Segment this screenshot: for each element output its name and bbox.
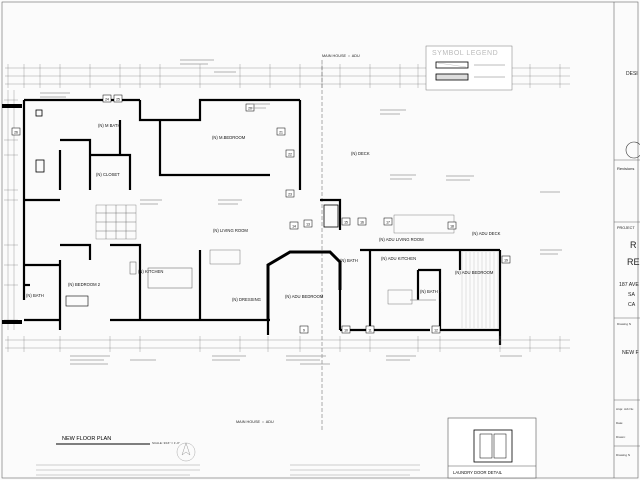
keynote-tag: 14 [289,221,299,230]
svg-text:26: 26 [14,131,18,135]
firm-name: DESI [626,71,638,77]
keynote-tag: 26 [11,127,21,136]
address-line-3: CA [628,302,636,308]
room-label: (N) ADU KITCHEN [381,256,416,261]
keynote-tag: 20 [245,103,255,112]
svg-text:22: 22 [288,153,292,157]
symbol-legend: SYMBOL LEGEND [425,45,513,91]
room-labels: (N) M BATH (N) CLOSET (N) M.BEDROOM (N) … [26,123,501,302]
keynote-tag: 22 [285,149,295,158]
keynote-tag: 21 [276,127,286,136]
left-dimension-lines [4,90,18,330]
main-house-adu-marker-top: MAIN HOUSE ⇔ ADU [321,54,360,430]
keynote-tag: 24 [102,94,112,103]
title-block: DESI Revisions PROJECT R RE 187 AVE SA C… [614,71,640,457]
room-label: (N) ADU LIVING ROOM [379,237,424,242]
room-label: (N) M.BEDROOM [212,135,246,140]
keynote-tag: 10 [341,325,351,334]
room-label: (N) ADU DECK [472,231,501,236]
keynote-tag: 23 [285,189,295,198]
room-label: (N) BEDROOM 2 [68,282,101,287]
keynote-tag: 11 [365,325,375,334]
annotation-notes [40,59,562,365]
svg-text:23: 23 [288,193,292,197]
room-label: (N) LIVING ROOM [213,228,248,233]
drawing-number-label: Drawing N [616,453,630,457]
bottom-dimension-lines [5,336,570,352]
keynote-tag: 15 [341,217,351,226]
project-code-a: R [630,240,637,250]
laundry-title: LAUNDRY DOOR DETAIL [453,470,503,475]
marker-bottom-label: MAIN HOUSE ⇔ ADU [236,420,274,424]
drawn-label: Drawn: [616,435,626,439]
job-number-label: Arqs: Job Nu [616,407,634,411]
address-line-1: 187 AVE [619,282,639,288]
room-label: (N) DECK [351,151,370,156]
general-notes [36,464,420,476]
svg-text:17: 17 [386,221,390,225]
svg-text:12: 12 [434,329,438,333]
drawing-name: NEW F [622,350,639,356]
laundry-door-detail: LAUNDRY DOOR DETAIL [447,417,537,479]
keynote-tag: 18 [447,221,457,230]
room-label: (N) CLOSET [96,172,120,177]
room-label: (N) BATH [26,293,44,298]
room-label: (N) M BATH [98,123,121,128]
svg-text:11: 11 [368,329,372,333]
svg-text:9: 9 [303,329,305,333]
keynote-tag: 9 [299,325,309,334]
svg-text:21: 21 [279,131,283,135]
stair-grid [95,204,137,240]
date-label: Date: [616,421,623,425]
keynote-tag: 13 [303,219,313,228]
svg-text:25: 25 [116,98,120,102]
address-line-2: SA [628,292,635,298]
svg-text:18: 18 [450,225,454,229]
firm-logo-icon [625,141,640,159]
project-code-b: RE [627,257,640,267]
svg-text:15: 15 [344,221,348,225]
plan-title: NEW FLOOR PLAN [62,436,111,442]
plan-scale: SCALE: 3/16" = 1'-0" [152,441,180,445]
keynote-tag: 19 [501,255,511,264]
revisions-label: Revisions [617,166,634,171]
svg-text:19: 19 [504,259,508,263]
drawing-label: Drawing N [617,322,631,326]
keynote-tag: 25 [113,94,123,103]
svg-text:16: 16 [360,221,364,225]
project-label: PROJECT [617,226,635,230]
legend-title: SYMBOL LEGEND [432,50,498,57]
adu-walls [266,198,502,345]
keynote-tag: 16 [357,217,367,226]
svg-text:24: 24 [105,98,109,102]
marker-top-label: MAIN HOUSE ⇔ ADU [322,54,360,58]
keynote-tags: 24 25 26 20 21 22 23 13 14 15 16 17 18 1… [11,94,511,334]
svg-text:14: 14 [292,225,296,229]
room-label: (N) KITCHEN [138,269,163,274]
svg-text:10: 10 [344,329,348,333]
main-house-adu-marker-bottom: MAIN HOUSE ⇔ ADU [236,420,274,424]
room-label: (N) ADU BEDROOM [285,294,324,299]
room-label: (N) BATH [340,258,358,263]
room-label: (N) DRESSING [232,297,261,302]
keynote-tag: 12 [431,325,441,334]
main-house-walls [2,98,302,330]
room-label: (N) BATH 1 [420,289,442,294]
room-label: (N) ADU BEDROOM [455,270,494,275]
svg-text:13: 13 [306,223,310,227]
keynote-tag: 17 [383,217,393,226]
plan-title-block: NEW FLOOR PLAN SCALE: 3/16" = 1'-0" [56,436,196,462]
svg-text:20: 20 [248,107,252,111]
